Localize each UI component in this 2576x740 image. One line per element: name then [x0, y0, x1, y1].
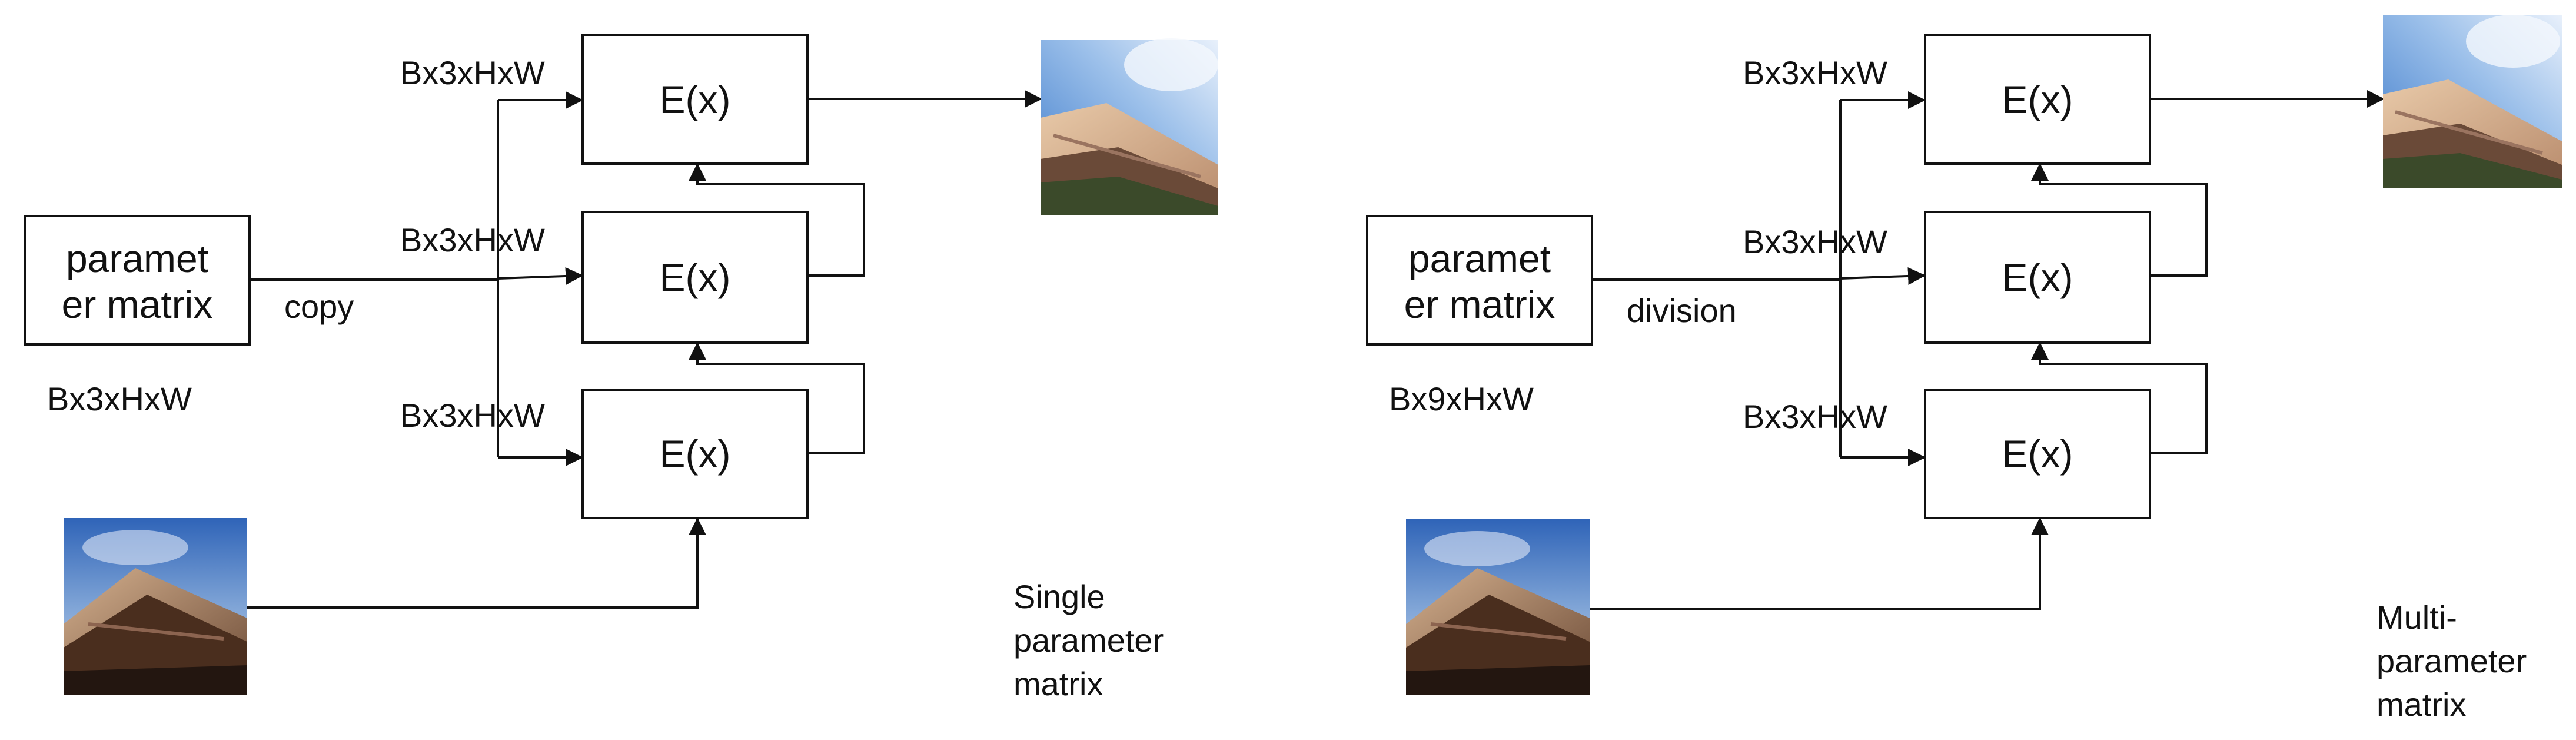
- caption-line3: matrix: [2376, 686, 2466, 723]
- branch-label-1: Bx3xHxW: [1743, 54, 1887, 91]
- branch-label-3: Bx3xHxW: [400, 397, 545, 434]
- e-box-middle: [1924, 211, 2151, 344]
- param-matrix-label-line1: paramet: [66, 237, 208, 280]
- e-box-bottom-label: E(x): [660, 432, 731, 476]
- input-arrow: [1590, 517, 2049, 610]
- e-box-bottom: [581, 389, 809, 519]
- branch-label-1: Bx3xHxW: [400, 54, 545, 91]
- e-box-top-label: E(x): [660, 78, 731, 121]
- panel-single: paramet er matrix Bx3xHxW copy Bx3xHxW B…: [24, 34, 1218, 702]
- caption-line1: Single: [1013, 578, 1105, 615]
- output-image: [2383, 15, 2562, 188]
- param-matrix-box: [1366, 215, 1593, 346]
- caption-line1: Multi-: [2376, 599, 2457, 636]
- param-matrix-box: [24, 215, 251, 346]
- arrow-to-e2: [1840, 267, 1926, 285]
- e-box-middle-label: E(x): [2002, 255, 2073, 299]
- arrow-to-e2: [497, 267, 583, 285]
- param-matrix-label-line1: paramet: [1408, 237, 1551, 280]
- param-matrix-label-line2: er matrix: [1404, 283, 1555, 326]
- input-image: [64, 518, 247, 695]
- param-matrix-label-line2: er matrix: [62, 283, 213, 326]
- e-box-bottom-label: E(x): [2002, 432, 2073, 476]
- input-arrow: [247, 517, 706, 609]
- feedback-bottom-to-middle: [2031, 342, 2208, 454]
- branch-label-2: Bx3xHxW: [400, 221, 545, 258]
- e-box-top-label: E(x): [2002, 78, 2073, 121]
- caption-line2: parameter: [1013, 622, 1164, 659]
- output-image: [1041, 38, 1218, 215]
- param-shape-label: Bx9xHxW: [1389, 380, 1534, 417]
- feedback-bottom-to-middle: [689, 342, 865, 454]
- copy-label: copy: [284, 288, 354, 325]
- e-box-middle: [581, 211, 809, 344]
- feedback-middle-to-top: [689, 163, 865, 277]
- caption-line2: parameter: [2376, 642, 2527, 679]
- caption-line3: matrix: [1013, 665, 1103, 702]
- branch-label-3: Bx3xHxW: [1743, 398, 1887, 435]
- input-image: [1406, 519, 1590, 695]
- e-box-top: [1924, 34, 2151, 165]
- branch-label-2: Bx3xHxW: [1743, 223, 1887, 260]
- feedback-middle-to-top: [2031, 163, 2208, 277]
- panel-multi: paramet er matrix Bx9xHxW division Bx3xH…: [1366, 15, 2562, 723]
- e-box-middle-label: E(x): [660, 255, 731, 299]
- division-label: division: [1627, 292, 1737, 329]
- param-shape-label: Bx3xHxW: [47, 380, 192, 417]
